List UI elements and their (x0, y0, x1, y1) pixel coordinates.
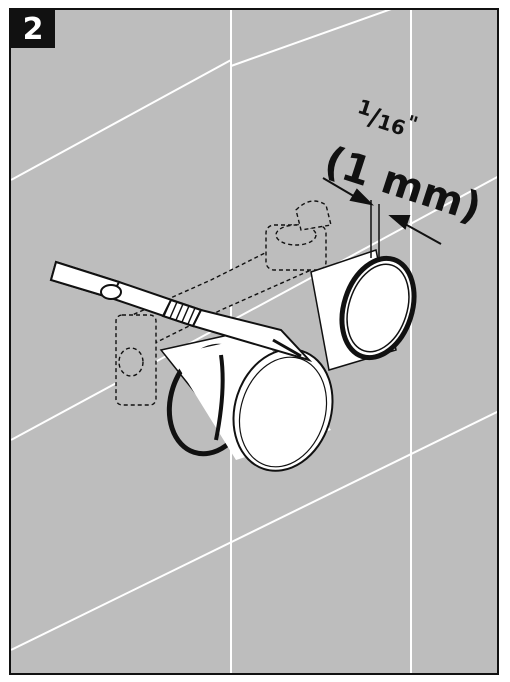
dimension-arrow-icon (322, 177, 442, 262)
utility-knife-icon (49, 260, 313, 362)
tile-grout-lines (11, 10, 497, 673)
fraction-denominator: 16 (374, 109, 409, 141)
step-number-badge: 2 (11, 10, 55, 48)
valve-cartridge-cap (159, 329, 334, 472)
installation-scene (11, 10, 497, 673)
illustration-frame: 2 1/16" (1 mm) (9, 8, 499, 675)
valve-body-icon (115, 200, 332, 406)
trim-cap-icon (310, 249, 417, 371)
